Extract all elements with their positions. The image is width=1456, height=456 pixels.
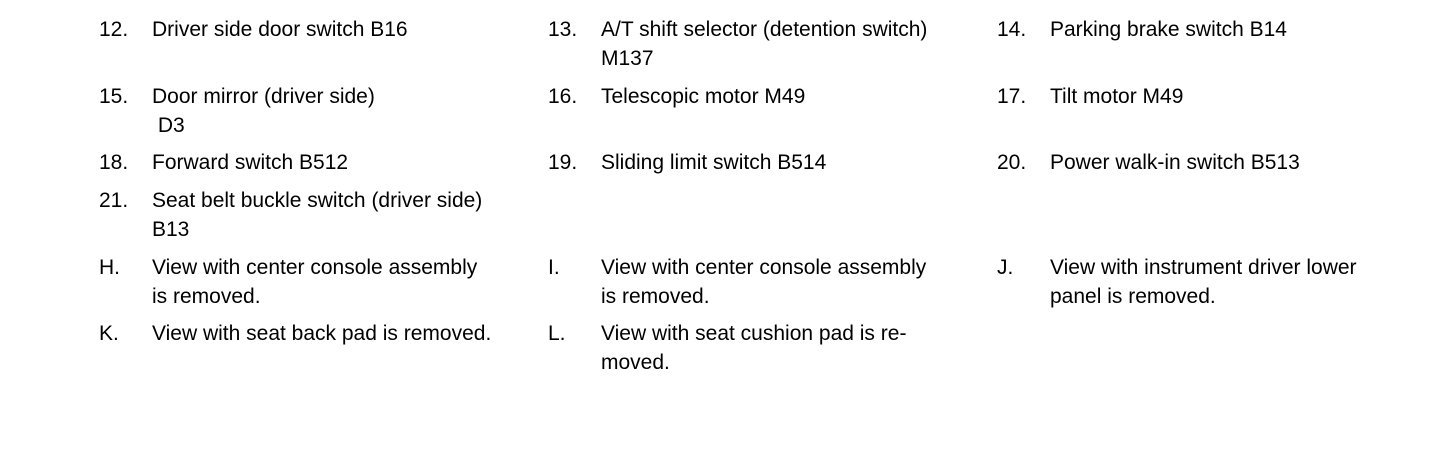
legend-item-number: 19.	[548, 151, 578, 174]
legend-item-number: 18.	[99, 151, 129, 174]
legend-item-number: 20.	[997, 151, 1027, 174]
legend-item-text: View with seat cushion pad is re- moved.	[601, 322, 907, 374]
legend-item-number: 16.	[548, 85, 578, 108]
legend-item-text: Sliding limit switch B514	[601, 151, 827, 174]
legend-item-text: Door mirror (driver side) D3	[152, 85, 375, 137]
legend-item-letter: I.	[548, 256, 560, 279]
legend-item-text: View with center console assembly is rem…	[601, 256, 927, 308]
legend-item-text: Power walk-in switch B513	[1050, 151, 1300, 174]
legend-item-number: 17.	[997, 85, 1027, 108]
legend-item-number: 12.	[99, 18, 129, 41]
legend-item-number: 13.	[548, 18, 578, 41]
legend-item-number: 21.	[99, 189, 129, 212]
legend-item-text: Parking brake switch B14	[1050, 18, 1287, 41]
legend-item-letter: J.	[997, 256, 1014, 279]
legend-item-letter: H.	[99, 256, 120, 279]
legend-item-letter: K.	[99, 322, 119, 345]
legend-item-text: View with center console assembly is rem…	[152, 256, 478, 308]
legend-item-text: Seat belt buckle switch (driver side) B1…	[152, 189, 483, 241]
legend-item-text: A/T shift selector (detention switch) M1…	[601, 18, 928, 70]
legend-item-text: View with instrument driver lower panel …	[1050, 256, 1357, 308]
legend-item-number: 15.	[99, 85, 129, 108]
legend-item-letter: L.	[548, 322, 566, 345]
legend-item-text: Driver side door switch B16	[152, 18, 408, 41]
legend-item-text: View with seat back pad is removed.	[152, 322, 492, 345]
legend-item-number: 14.	[997, 18, 1027, 41]
legend-item-text: Tilt motor M49	[1050, 85, 1184, 108]
legend-item-text: Forward switch B512	[152, 151, 349, 174]
legend-item-text: Telescopic motor M49	[601, 85, 806, 108]
